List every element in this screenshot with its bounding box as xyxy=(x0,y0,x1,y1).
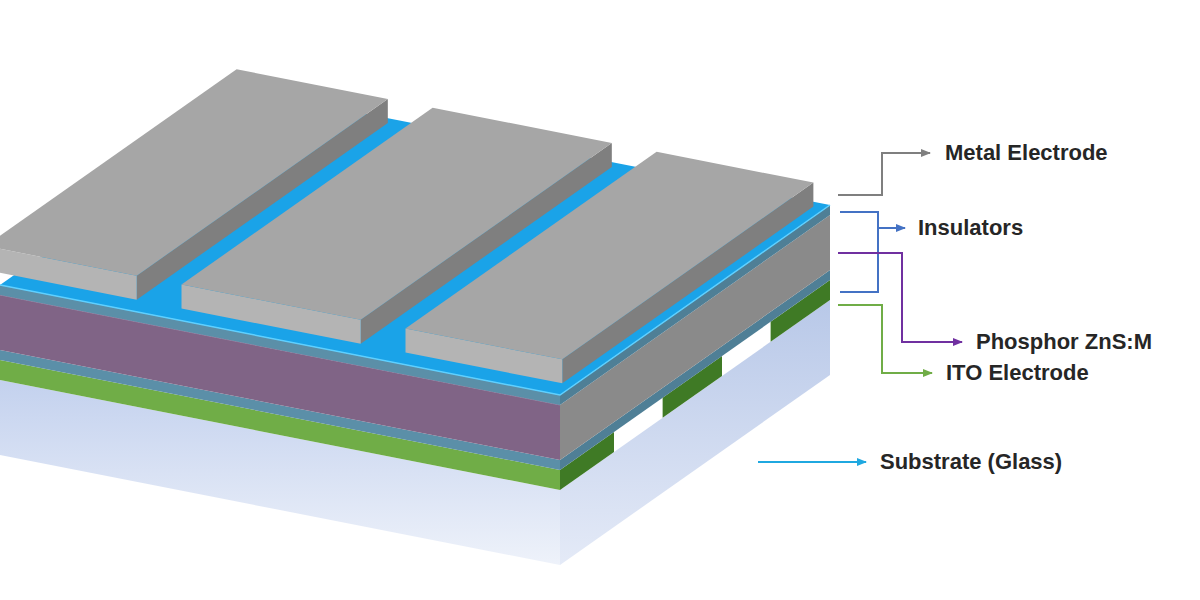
part-label: Insulators xyxy=(918,214,1023,242)
leader-line xyxy=(838,305,932,373)
part-label: ITO Electrode xyxy=(946,359,1089,387)
leader-line xyxy=(878,227,905,229)
leader-line xyxy=(838,253,962,342)
leader-line xyxy=(758,461,866,463)
part-label: Phosphor ZnS:M xyxy=(976,328,1152,356)
bar-top xyxy=(406,152,814,359)
part-label: Metal Electrode xyxy=(945,139,1108,167)
part-label: Substrate (Glass) xyxy=(880,448,1062,476)
leader-line xyxy=(838,153,930,195)
metal-electrode-bar xyxy=(406,152,814,383)
